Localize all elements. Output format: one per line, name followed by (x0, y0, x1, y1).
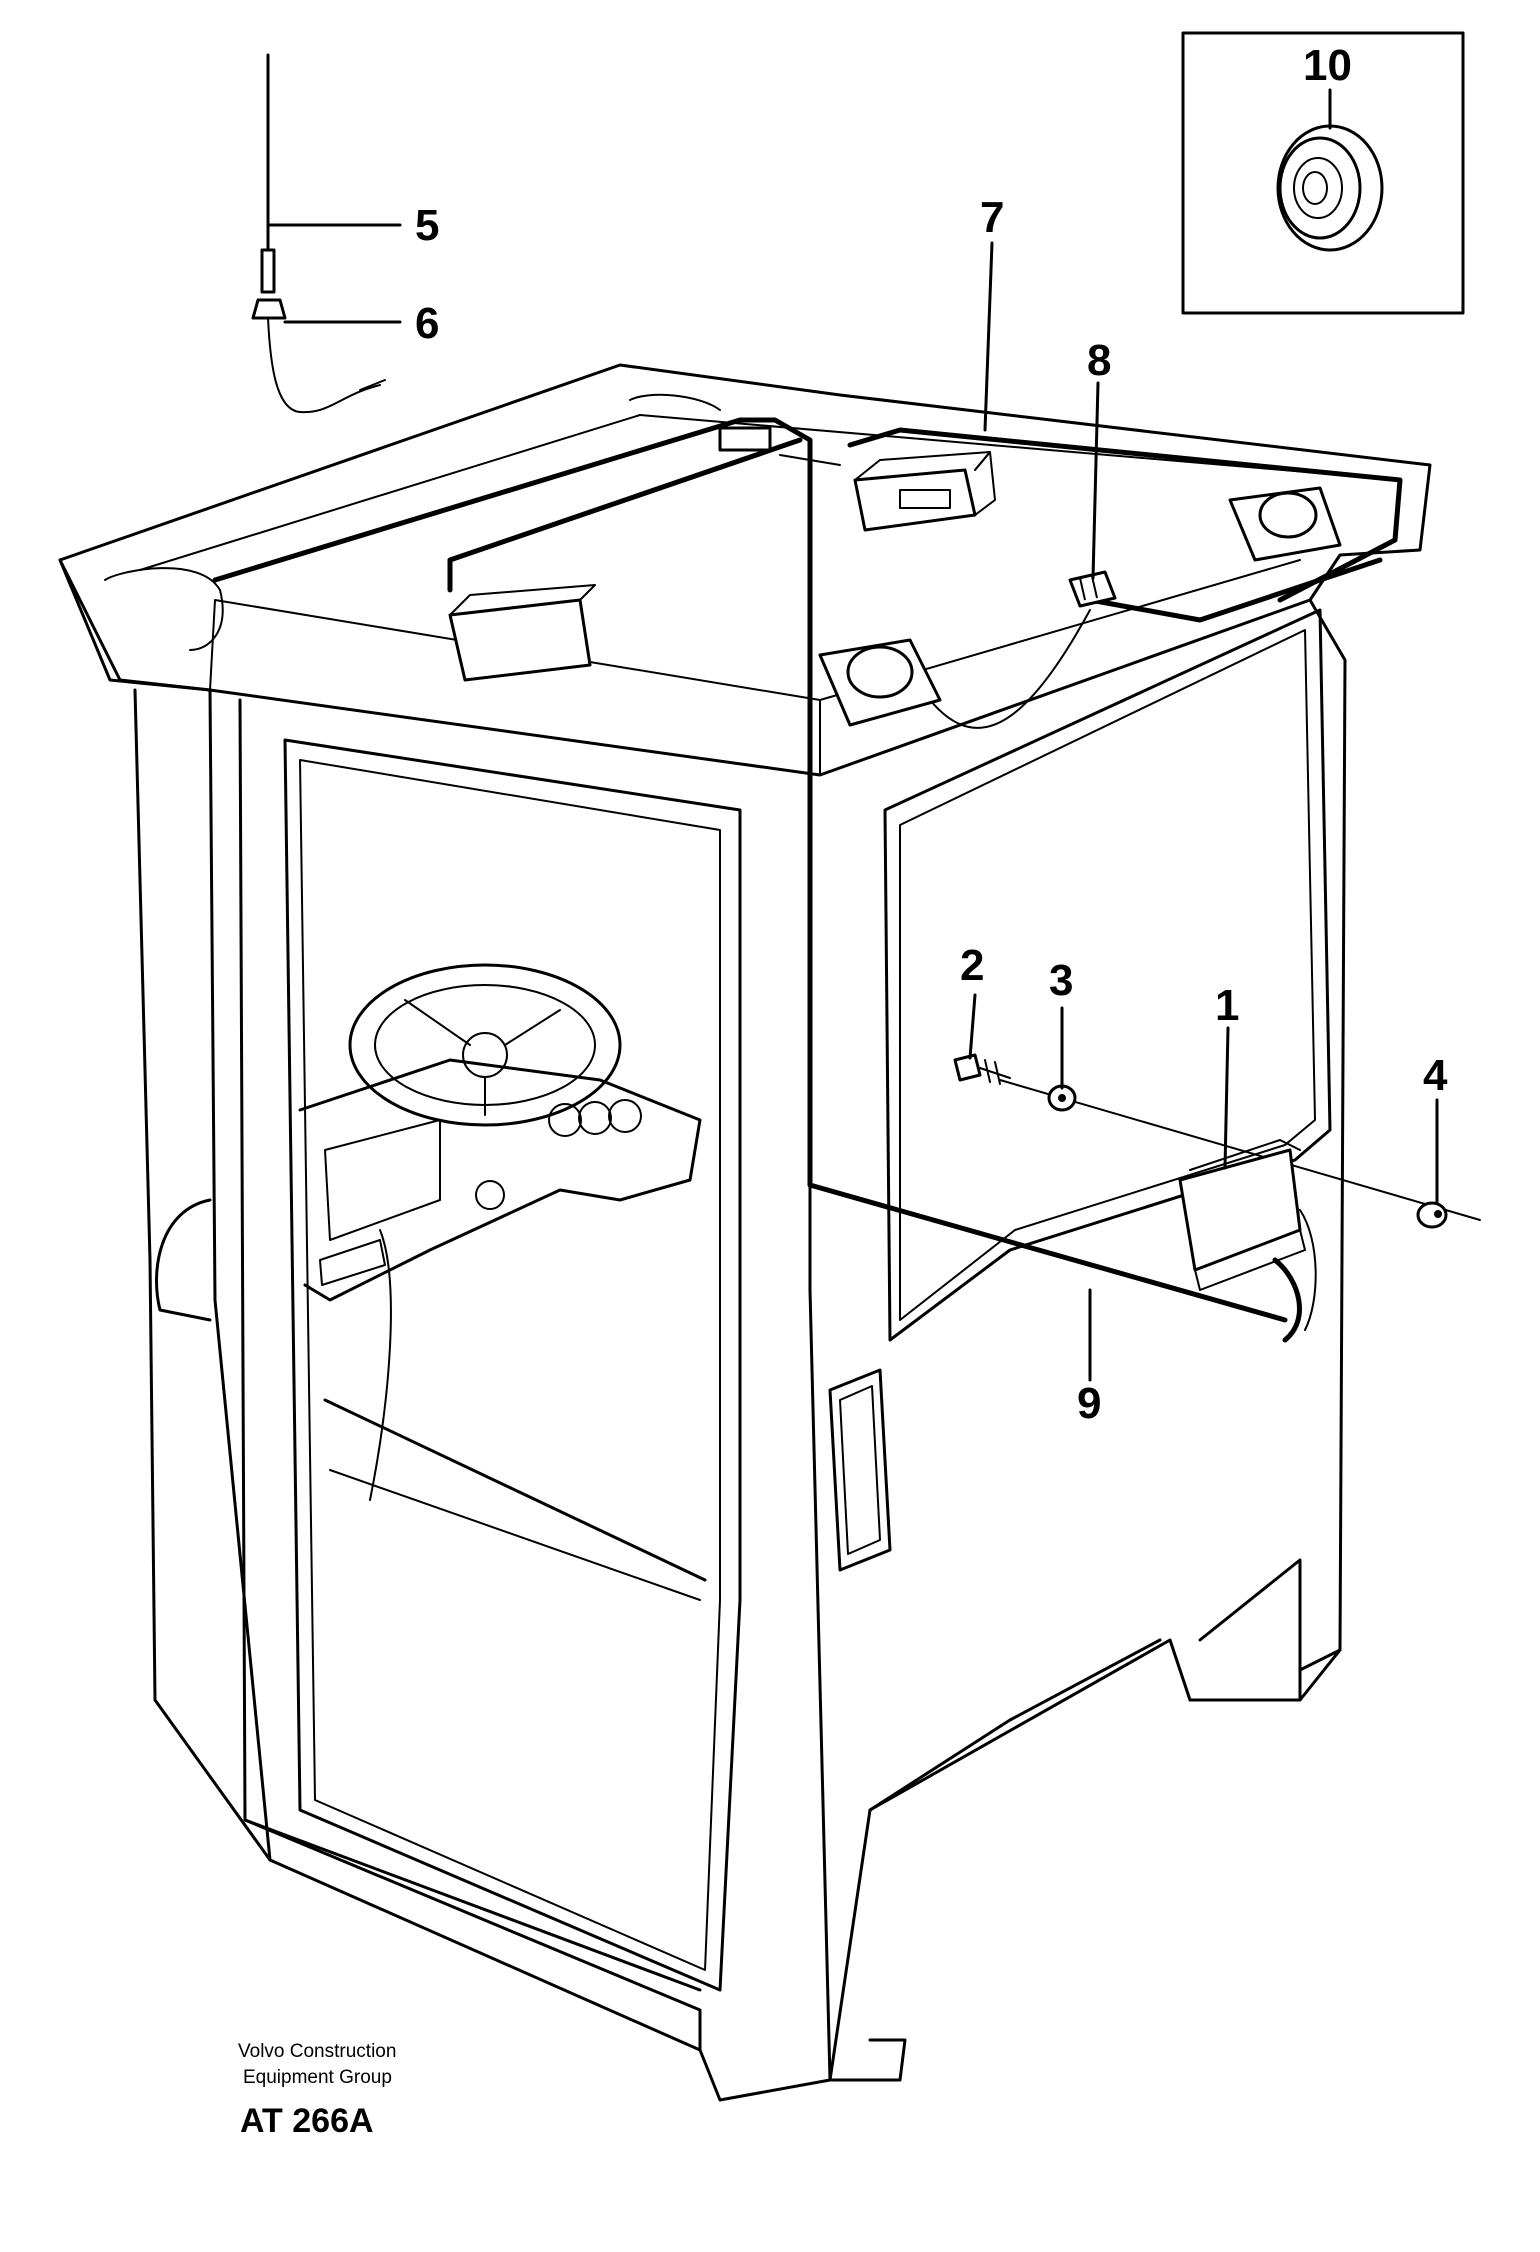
caption-drawing-code: AT 266A (240, 2102, 374, 2140)
side-panel (828, 1368, 892, 1572)
mounting-parts (953, 1053, 1481, 1331)
steering-wheel (348, 963, 622, 1127)
callout-2: 2 (960, 941, 984, 990)
inset-grommet (1181, 31, 1465, 315)
side-window (883, 608, 1332, 1342)
callout-5: 5 (415, 201, 439, 250)
dashboard (155, 1058, 702, 1501)
antenna (251, 53, 386, 414)
cab-body (133, 598, 1347, 2102)
speaker-left (818, 638, 942, 727)
roof-wiring-harness (212, 417, 1403, 1323)
callout-10: 10 (1303, 41, 1352, 90)
caption-company-line1: Volvo Construction (238, 2041, 396, 2062)
wire-9 (1272, 1257, 1302, 1343)
radio-unit (853, 451, 996, 532)
leader-lines (266, 88, 1439, 1382)
callout-3: 3 (1049, 956, 1073, 1005)
callout-4: 4 (1423, 1051, 1448, 1100)
speaker-right (1228, 486, 1342, 562)
callout-9: 9 (1077, 1379, 1101, 1428)
caption-company-line2: Equipment Group (243, 2067, 392, 2088)
callout-1: 1 (1215, 981, 1239, 1030)
cab-roof (58, 363, 1432, 777)
callout-7: 7 (980, 193, 1004, 242)
callout-8: 8 (1087, 336, 1111, 385)
cab-door (283, 738, 742, 1992)
junction-box (448, 584, 596, 682)
roof-connector (718, 426, 772, 452)
callout-6: 6 (415, 299, 439, 348)
cab-base (828, 1558, 1342, 2082)
